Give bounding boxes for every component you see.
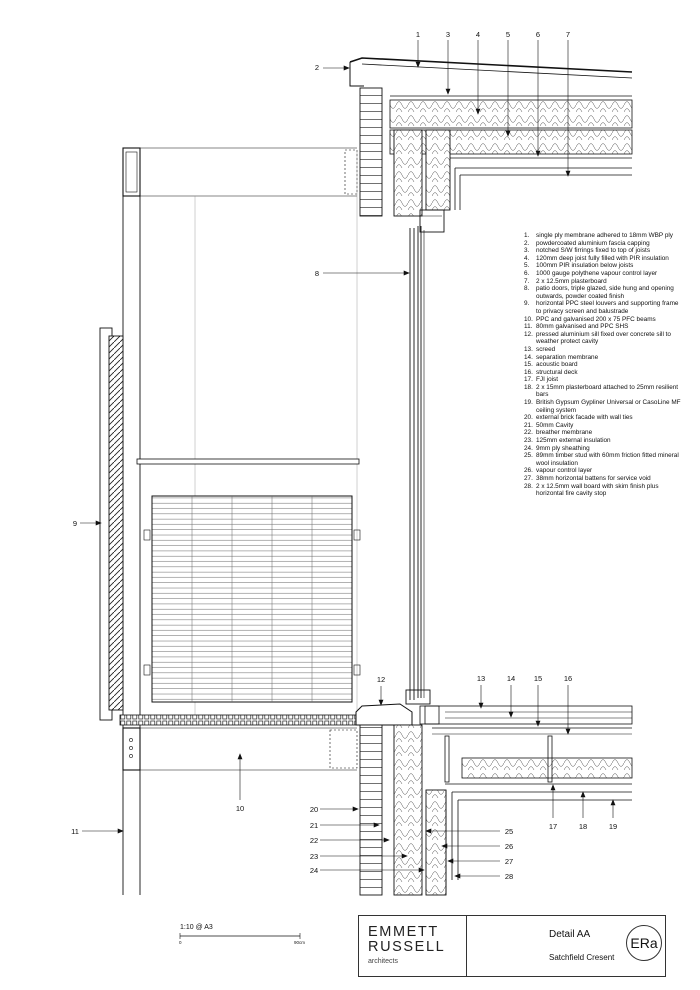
note-item: 17.FJI joist: [524, 376, 559, 384]
callout-24: 24: [310, 866, 318, 875]
note-item: 28.2 x 12.5mm wall board with skim finis…: [524, 482, 659, 498]
note-item: 2.powdercoated aluminium fascia capping: [524, 239, 650, 247]
firm-name-line2: RUSSELL: [368, 939, 446, 955]
callout-13: 13: [477, 674, 485, 683]
callout-27: 27: [505, 857, 513, 866]
note-item: 13.screed: [524, 345, 556, 353]
title-block: EMMETT RUSSELL architects Detail AA Satc…: [358, 915, 666, 977]
note-item: 1.single ply membrane adhered to 18mm WB…: [524, 232, 673, 239]
callout-8: 8: [315, 269, 319, 278]
leader-lines: [80, 40, 616, 879]
sill: [355, 703, 413, 726]
callout-10: 10: [236, 804, 244, 813]
note-item: 27.38mm horizontal battens for service v…: [524, 475, 651, 482]
specification-notes: 1.single ply membrane adhered to 18mm WB…: [524, 232, 684, 498]
callout-9: 9: [73, 519, 77, 528]
callout-6: 6: [536, 30, 540, 39]
lower-wall: [359, 724, 447, 896]
callout-14: 14: [507, 674, 515, 683]
callout-labels: 1 2 3 4 5 6 7 8 9 10 11 12 13 14 15 16 1…: [71, 30, 617, 881]
callout-21: 21: [310, 821, 318, 830]
scale-end-label: 90cm: [294, 940, 306, 945]
balustrade-rail: [136, 458, 360, 465]
callout-28: 28: [505, 872, 513, 881]
era-logo: ERa: [626, 925, 662, 961]
callout-15: 15: [534, 674, 542, 683]
note-item: 7.2 x 12.5mm plasterboard: [524, 277, 607, 285]
callout-12: 12: [377, 675, 385, 684]
note-item: 12.pressed aluminium sill fixed over con…: [524, 330, 671, 346]
louver-screen: [99, 327, 124, 721]
callout-1: 1: [416, 30, 420, 39]
callout-20: 20: [310, 805, 318, 814]
note-item: 18.2 x 15mm plasterboard attached to 25m…: [524, 383, 679, 399]
scale-start-label: 0: [179, 940, 182, 945]
callout-26: 26: [505, 842, 513, 851]
detail-title: Detail AA: [549, 929, 591, 940]
upper-wall: [359, 87, 451, 233]
patio-door: [405, 226, 431, 705]
note-item: 20.external brick facade with wall ties: [524, 414, 633, 422]
scale-label: 1:10 @ A3: [180, 924, 213, 931]
callout-2: 2: [315, 63, 319, 72]
callout-25: 25: [505, 827, 513, 836]
note-item: 14.separation membrane: [524, 353, 599, 361]
note-item: 23.125mm external insulation: [524, 437, 611, 445]
callout-17: 17: [549, 822, 557, 831]
note-item: 24.9mm ply sheathing: [524, 444, 590, 452]
callout-5: 5: [506, 30, 510, 39]
note-item: 15.acoustic board: [524, 361, 578, 369]
callout-4: 4: [476, 30, 480, 39]
note-item: 19.British Gypsum Gypliner Universal or …: [524, 399, 681, 414]
scale-bar: [179, 933, 301, 939]
note-item: 6.1000 gauge polythene vapour control la…: [524, 269, 658, 277]
note-item: 11.80mm galvanised and PPC SHS: [524, 323, 629, 331]
note-item: 22.breather membrane: [524, 429, 593, 437]
note-item: 8.patio doors, triple glazed, side hung …: [524, 285, 674, 300]
note-item: 25.89mm timber stud with 60mm friction f…: [524, 452, 679, 467]
title-block-divider: [466, 916, 467, 976]
note-item: 5.100mm PIR insulation below joists: [524, 262, 634, 270]
floor-construction: [419, 705, 633, 880]
callout-7: 7: [566, 30, 570, 39]
note-item: 21.50mm Cavity: [524, 421, 574, 429]
note-item: 26.vapour control layer: [524, 467, 593, 475]
firm-name-line1: EMMETT: [368, 924, 439, 940]
roof-construction: [349, 57, 633, 210]
callout-19: 19: [609, 822, 617, 831]
screen-panel: [143, 495, 361, 703]
callout-3: 3: [446, 30, 450, 39]
callout-18: 18: [579, 822, 587, 831]
note-item: 10.PPC and galvanised 200 x 75 PFC beams: [524, 315, 656, 323]
callout-11: 11: [71, 827, 79, 836]
callout-16: 16: [564, 674, 572, 683]
callout-22: 22: [310, 836, 318, 845]
project-name: Satchfield Cresent: [549, 953, 615, 962]
note-item: 9.horizontal PPC steel louvers and suppo…: [524, 300, 679, 315]
note-item: 3.notched S/W firrings fixed to top of j…: [524, 247, 651, 255]
note-item: 16.structural deck: [524, 368, 578, 376]
callout-23: 23: [310, 852, 318, 861]
firm-subtitle: architects: [368, 958, 398, 965]
note-item: 4.120mm deep joist fully filled with PIR…: [524, 254, 669, 262]
